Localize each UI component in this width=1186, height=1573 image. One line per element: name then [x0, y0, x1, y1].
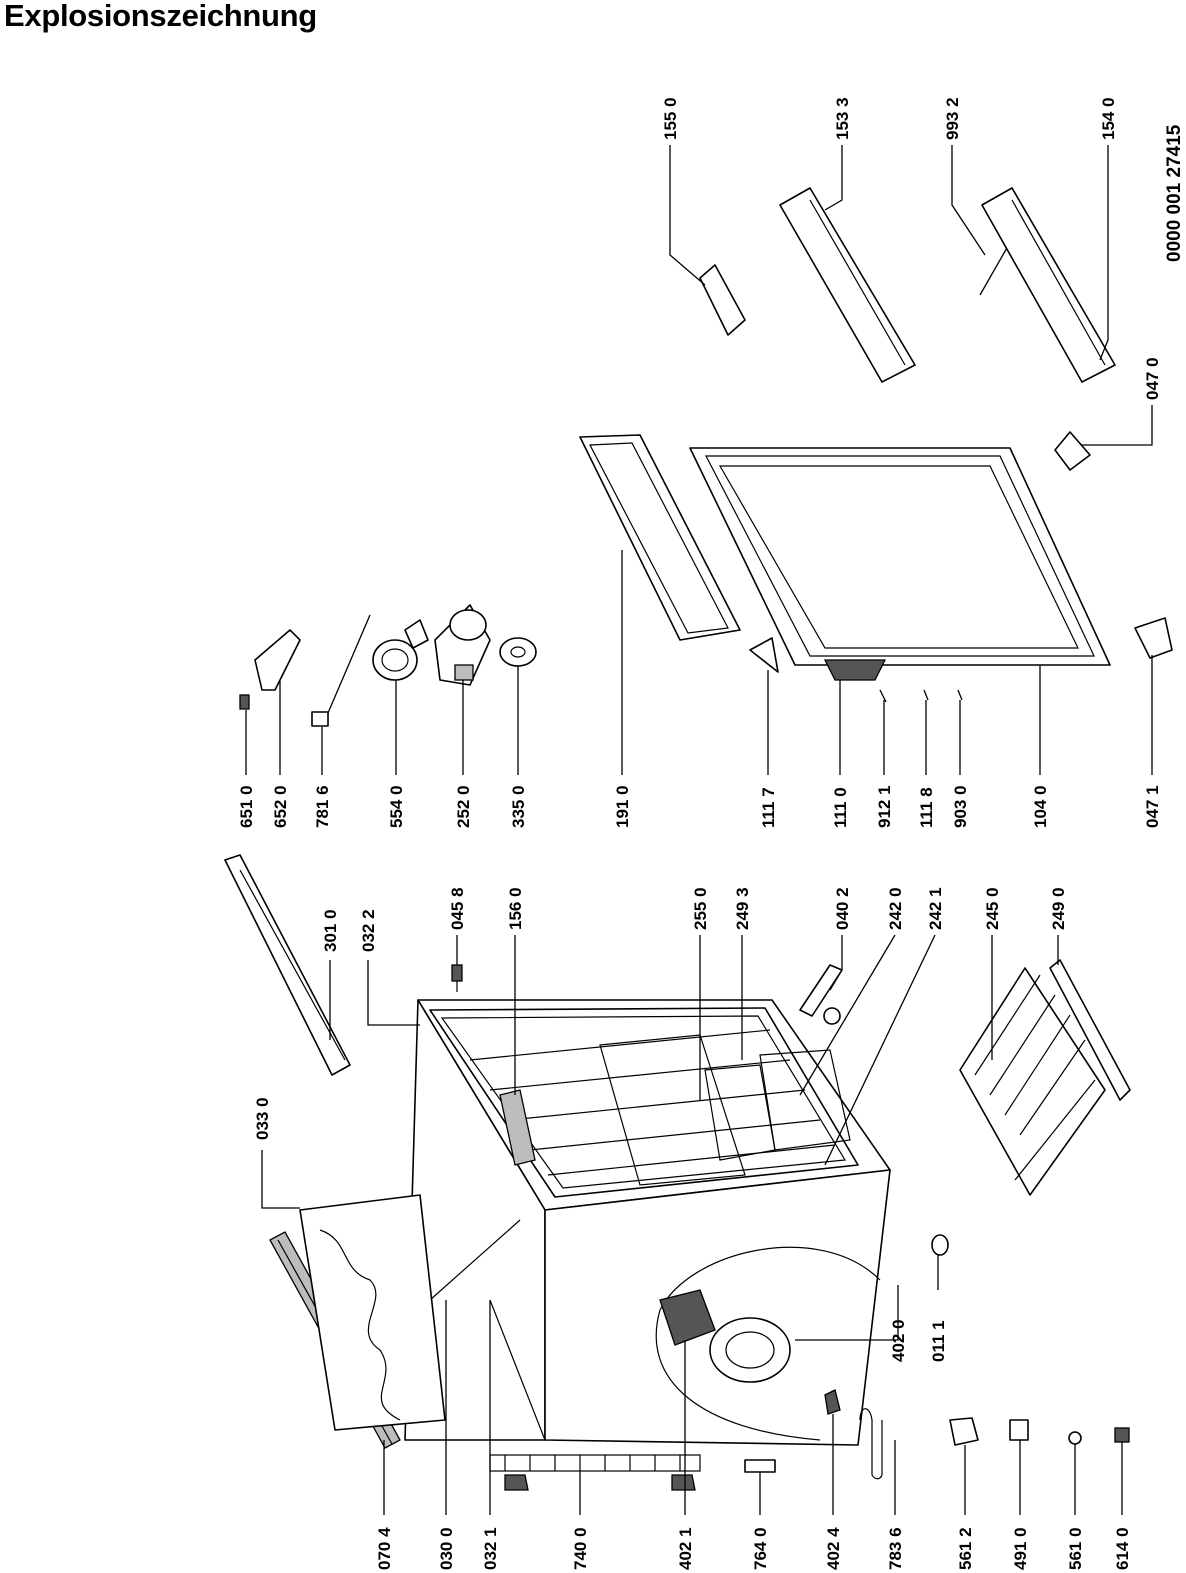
label-301-0: 301 0	[321, 909, 340, 952]
label-781-6: 781 6	[313, 785, 332, 828]
label-554-0: 554 0	[387, 785, 406, 828]
label-104-0: 104 0	[1031, 785, 1050, 828]
label-651-0: 651 0	[237, 785, 256, 828]
label-032-2: 032 2	[359, 909, 378, 952]
label-255-0: 255 0	[691, 887, 710, 930]
label-242-0: 242 0	[886, 887, 905, 930]
label-191-0: 191 0	[613, 785, 632, 828]
part-191-0-door-gasket	[579, 434, 741, 641]
part-561-0-sensor	[1068, 1431, 1082, 1445]
part-040-2-hinge	[799, 964, 843, 1025]
label-652-0: 652 0	[271, 785, 290, 828]
label-783-6: 783 6	[886, 1527, 905, 1570]
cabinet-body	[404, 999, 891, 1491]
part-614-0-connector	[1114, 1427, 1130, 1443]
label-011-1: 011 1	[929, 1320, 948, 1362]
label-402-0: 402 0	[889, 1319, 908, 1362]
part-155-0-egg-holder	[699, 264, 746, 336]
part-154-0-door-shelf	[981, 187, 1116, 383]
label-047-0: 047 0	[1143, 357, 1162, 400]
label-903-0: 903 0	[951, 785, 970, 828]
label-491-0: 491 0	[1011, 1527, 1030, 1570]
label-030-0: 030 0	[437, 1527, 456, 1570]
label-153-3: 153 3	[833, 97, 852, 140]
label-155-0: 155 0	[661, 97, 680, 140]
part-111-8-screw	[923, 689, 929, 701]
label-249-3: 249 3	[733, 887, 752, 930]
label-335-0: 335 0	[509, 785, 528, 828]
part-652-0-switch	[254, 629, 301, 691]
label-993-2: 993 2	[943, 97, 962, 140]
part-252-0-thermostat	[434, 604, 491, 686]
label-614-0: 614 0	[1113, 1527, 1132, 1570]
label-111-7: 111 7	[759, 787, 778, 828]
part-011-1-foot	[931, 1234, 949, 1256]
part-245-0-wire-shelf	[959, 967, 1106, 1196]
part-335-0-dial	[499, 637, 537, 667]
leader-lines	[245, 145, 1153, 1515]
part-153-3-door-shelf	[779, 187, 916, 383]
label-032-1: 032 1	[481, 1527, 500, 1570]
part-781-6-rod	[311, 614, 371, 727]
label-912-1: 912 1	[875, 785, 894, 828]
label-111-0: 111 0	[831, 787, 850, 828]
part-047-0-hinge	[1054, 431, 1091, 471]
part-111-0-handle	[823, 659, 887, 681]
part-104-0-door	[689, 447, 1111, 666]
part-561-2-bracket	[949, 1417, 979, 1446]
label-245-0: 245 0	[983, 887, 1002, 930]
part-651-0-lamp	[239, 694, 250, 710]
label-740-0: 740 0	[571, 1527, 590, 1570]
label-033-0: 033 0	[253, 1097, 272, 1140]
document-number: 0000 001 27415	[1164, 124, 1185, 262]
label-561-2: 561 2	[956, 1527, 975, 1570]
part-111-7-hinge-cover	[749, 637, 779, 673]
label-045-8: 045 8	[448, 887, 467, 930]
part-301-0-top-cover	[224, 854, 351, 1076]
part-783-6-tube	[859, 1408, 883, 1480]
part-045-8-screw	[451, 964, 463, 992]
part-249-0-shelf-trim	[1049, 959, 1131, 1101]
part-labels: 070 4 030 0 032 1 740 0 402 1 764 0 402 …	[237, 97, 1185, 1570]
label-249-0: 249 0	[1049, 887, 1068, 930]
label-040-2: 040 2	[833, 887, 852, 930]
part-491-0-block	[1009, 1419, 1029, 1441]
label-402-1: 402 1	[676, 1527, 695, 1570]
label-764-0: 764 0	[751, 1527, 770, 1570]
label-252-0: 252 0	[454, 785, 473, 828]
part-030-0-top-panel	[299, 1194, 446, 1431]
label-154-0: 154 0	[1099, 97, 1118, 140]
label-242-1: 242 1	[926, 887, 945, 930]
part-402-4-clip	[824, 1389, 841, 1415]
part-912-1-screw	[879, 689, 887, 703]
part-156-0-egg-tray	[499, 1089, 536, 1166]
label-561-0: 561 0	[1066, 1527, 1085, 1570]
label-047-1: 047 1	[1143, 785, 1162, 828]
part-764-0-cable	[744, 1459, 776, 1473]
page-title: Explosionszeichnung	[4, 0, 317, 33]
label-156-0: 156 0	[506, 887, 525, 930]
part-903-0-screw	[957, 689, 963, 701]
part-554-0-knob	[372, 619, 429, 681]
label-111-8: 111 8	[917, 787, 936, 828]
part-047-1-hinge	[1134, 617, 1173, 659]
label-070-4: 070 4	[375, 1527, 394, 1570]
label-402-4: 402 4	[824, 1527, 843, 1570]
